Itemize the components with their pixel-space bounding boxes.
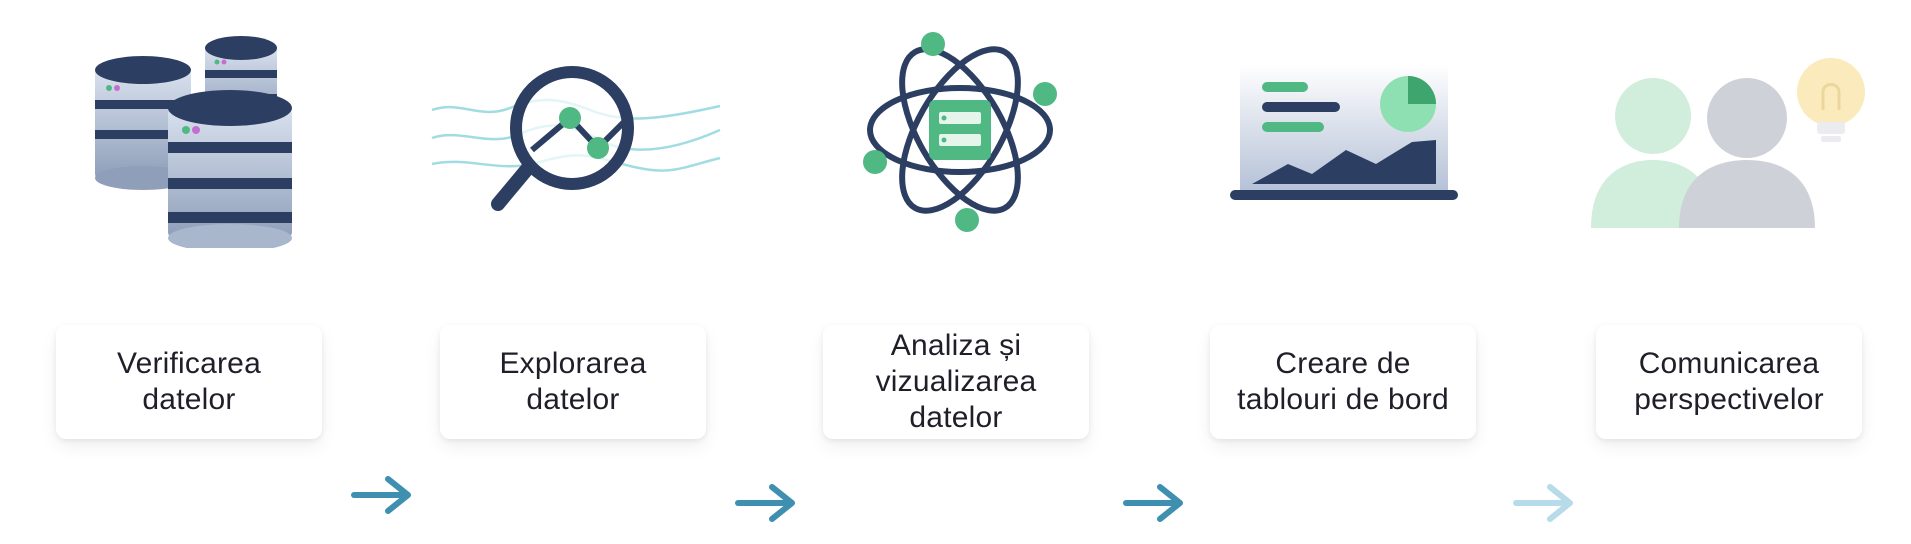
step-label: Explorarea datelor [499,347,647,416]
people-lightbulb-icon [1575,18,1885,248]
magnifier-data-icon [420,18,730,248]
step-label: Comunicarea perspectivelor [1634,347,1824,416]
arrow-right-icon [1120,478,1190,528]
step-card-comunicarea-perspectivelor: Comunicarea perspectivelor [1596,325,1862,439]
step-label: Analiza și vizualizarea datelor [875,329,1037,434]
step-label: Creare de tablouri de bord [1237,347,1449,416]
step-card-tablouri-de-bord: Creare de tablouri de bord [1210,325,1476,439]
arrow-right-icon [1510,478,1580,528]
step-card-analiza-vizualizarea: Analiza și vizualizarea datelor [823,325,1089,439]
step-card-explorarea-datelor: Explorarea datelor [440,325,706,439]
atom-icon [805,18,1115,248]
arrow-right-icon [348,470,418,520]
database-stack-icon [40,18,350,248]
arrow-right-icon [732,478,802,528]
dashboard-monitor-icon [1190,18,1500,248]
step-card-verificarea-datelor: Verificarea datelor [56,325,322,439]
step-label: Verificarea datelor [117,347,261,416]
